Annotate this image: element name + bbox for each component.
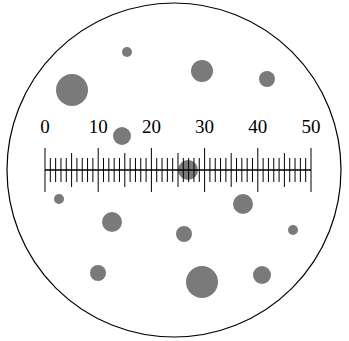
scale-tick bbox=[119, 158, 120, 182]
scale-tick bbox=[193, 158, 194, 182]
scale-tick bbox=[220, 158, 221, 182]
scale-tick bbox=[305, 158, 306, 182]
scale-ticks bbox=[45, 148, 311, 192]
scale-number: 50 bbox=[302, 117, 321, 137]
cells bbox=[54, 47, 298, 298]
scale-tick bbox=[241, 158, 242, 182]
scale-tick bbox=[279, 158, 280, 182]
scale-tick bbox=[55, 158, 56, 182]
scale-tick bbox=[151, 148, 152, 192]
scale-tick bbox=[146, 158, 147, 182]
scale-tick bbox=[284, 153, 285, 187]
scale-tick bbox=[289, 158, 290, 182]
scale-tick bbox=[188, 158, 189, 182]
scale-tick bbox=[45, 148, 46, 192]
scale-tick bbox=[311, 148, 312, 192]
scale-tick bbox=[50, 158, 51, 182]
scale-tick bbox=[87, 158, 88, 182]
scale-tick bbox=[92, 158, 93, 182]
scale-tick bbox=[172, 158, 173, 182]
scale-tick bbox=[103, 158, 104, 182]
scale-number: 20 bbox=[142, 117, 161, 137]
scale-tick bbox=[225, 158, 226, 182]
scale-tick bbox=[183, 158, 184, 182]
scale-number: 0 bbox=[40, 117, 50, 137]
scale-tick bbox=[300, 158, 301, 182]
scale-tick bbox=[135, 158, 136, 182]
field-circle bbox=[7, 3, 341, 337]
scale-tick bbox=[114, 158, 115, 182]
scale-tick bbox=[252, 158, 253, 182]
scale-tick bbox=[130, 158, 131, 182]
scale-tick bbox=[156, 158, 157, 182]
scale-tick bbox=[231, 153, 232, 187]
scale-tick bbox=[204, 148, 205, 192]
scale-tick bbox=[273, 158, 274, 182]
scale-tick bbox=[66, 158, 67, 182]
scale-tick bbox=[167, 158, 168, 182]
scale-tick bbox=[236, 158, 237, 182]
scale-tick bbox=[199, 158, 200, 182]
scale-tick bbox=[257, 148, 258, 192]
scale-tick bbox=[247, 158, 248, 182]
scale-tick bbox=[71, 153, 72, 187]
scale-tick bbox=[76, 158, 77, 182]
scale-tick bbox=[295, 158, 296, 182]
scale-number: 30 bbox=[195, 117, 214, 137]
scale-tick bbox=[98, 148, 99, 192]
scale-tick bbox=[124, 153, 125, 187]
scale-tick bbox=[108, 158, 109, 182]
scale-tick bbox=[82, 158, 83, 182]
scale-tick bbox=[263, 158, 264, 182]
scale-number: 40 bbox=[248, 117, 267, 137]
scale-tick bbox=[140, 158, 141, 182]
scale-tick bbox=[60, 158, 61, 182]
scale-tick bbox=[268, 158, 269, 182]
scale-number: 10 bbox=[89, 117, 108, 137]
scale-tick bbox=[178, 153, 179, 187]
scale-tick bbox=[162, 158, 163, 182]
scale-tick bbox=[215, 158, 216, 182]
scale-tick bbox=[209, 158, 210, 182]
